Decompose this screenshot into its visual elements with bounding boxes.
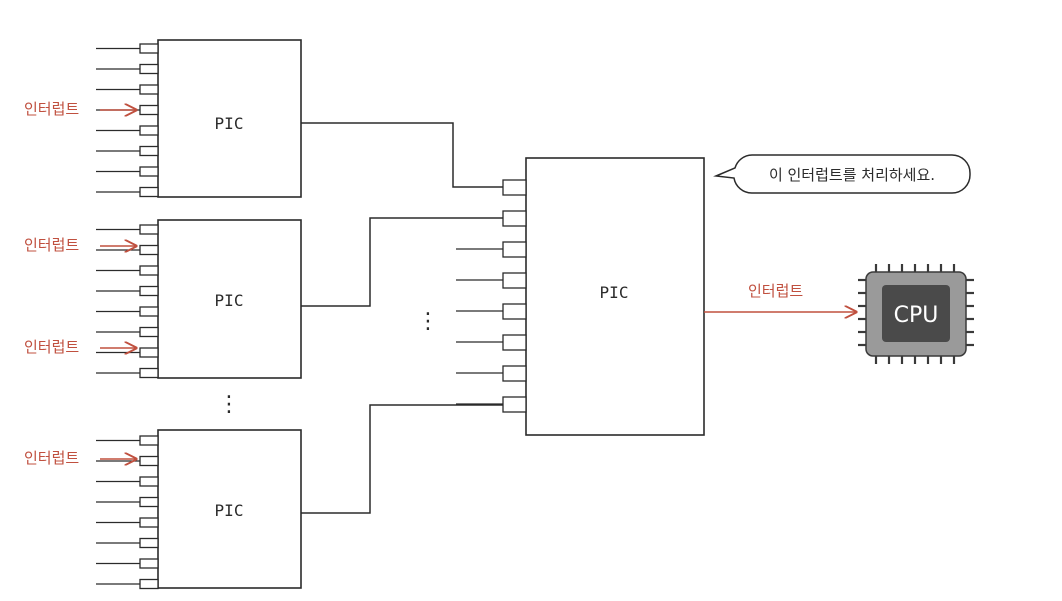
cpu-chip: CPU <box>858 264 974 364</box>
interrupt-label: 인터럽트 <box>748 282 803 300</box>
cpu-inner <box>882 285 950 342</box>
pin-box <box>139 306 159 317</box>
pin-box <box>139 186 159 198</box>
pin-group <box>96 435 159 590</box>
pin-box <box>139 224 159 235</box>
interrupt-output: 인터럽트 <box>704 282 856 312</box>
pin-box <box>139 455 159 467</box>
pin-box <box>502 272 527 289</box>
pin-box <box>502 303 527 320</box>
cpu-label: CPU <box>894 303 939 328</box>
pin-box <box>139 435 159 446</box>
pin-box <box>502 179 527 196</box>
pic-label: PIC <box>215 291 244 310</box>
pin-box <box>139 125 159 136</box>
pin-box <box>139 145 159 157</box>
pin-box <box>502 210 527 227</box>
pic-label: PIC <box>215 501 244 520</box>
pin-box <box>139 496 159 508</box>
connection-line-3 <box>301 404 503 514</box>
pin-box <box>139 367 159 379</box>
pin-box <box>502 334 527 351</box>
interrupt-label: 인터럽트 <box>24 100 79 118</box>
pin-box <box>139 517 159 528</box>
connection-line-1 <box>301 122 503 188</box>
pin-box <box>139 265 159 276</box>
pic-label: PIC <box>600 283 629 302</box>
pin-group <box>96 224 159 379</box>
pin-box <box>139 347 159 358</box>
interrupt-input-3: 인터럽트 <box>24 338 136 356</box>
pin-box <box>139 578 159 590</box>
speech-bubble-shape <box>713 154 971 194</box>
pic-box <box>157 39 302 198</box>
slave-pic-3: PIC <box>96 429 302 590</box>
interrupt-label: 인터럽트 <box>24 449 79 467</box>
pin-box <box>139 558 159 569</box>
slave-pic-2: PIC <box>96 219 302 379</box>
pin-box <box>502 396 527 413</box>
slave-pic-1: PIC <box>96 39 302 198</box>
interrupt-label: 인터럽트 <box>24 236 79 254</box>
pin-box <box>502 241 527 258</box>
pin-box <box>139 244 159 256</box>
connection-line-2 <box>301 217 503 307</box>
pic-box <box>525 157 705 436</box>
speech-text: 이 인터럽트를 처리하세요. <box>769 166 935 184</box>
pin-box <box>139 166 159 177</box>
pic-label: PIC <box>215 114 244 133</box>
pin-box <box>139 84 159 95</box>
ellipsis-slaves: ⋮ <box>218 392 240 417</box>
pic-box <box>157 219 302 379</box>
interrupt-input-2: 인터럽트 <box>24 236 136 254</box>
pin-box <box>139 43 159 54</box>
cpu-pins <box>858 264 974 364</box>
pin-box <box>139 537 159 549</box>
pin-group <box>456 179 527 413</box>
speech-bubble: 이 인터럽트를 처리하세요. <box>713 154 971 194</box>
interrupt-input-1: 인터럽트 <box>24 100 136 118</box>
pin-box <box>139 104 159 116</box>
interrupt-label: 인터럽트 <box>24 338 79 356</box>
pin-box <box>139 326 159 338</box>
pin-group <box>96 43 159 198</box>
pin-box <box>139 476 159 487</box>
pin-box <box>139 63 159 75</box>
interrupt-input-4: 인터럽트 <box>24 449 136 467</box>
pin-box <box>139 285 159 297</box>
pin-box <box>502 365 527 382</box>
master-pic: PIC <box>456 157 705 436</box>
ellipsis-master-pins: ⋮ <box>417 309 439 334</box>
pic-box <box>157 429 302 589</box>
